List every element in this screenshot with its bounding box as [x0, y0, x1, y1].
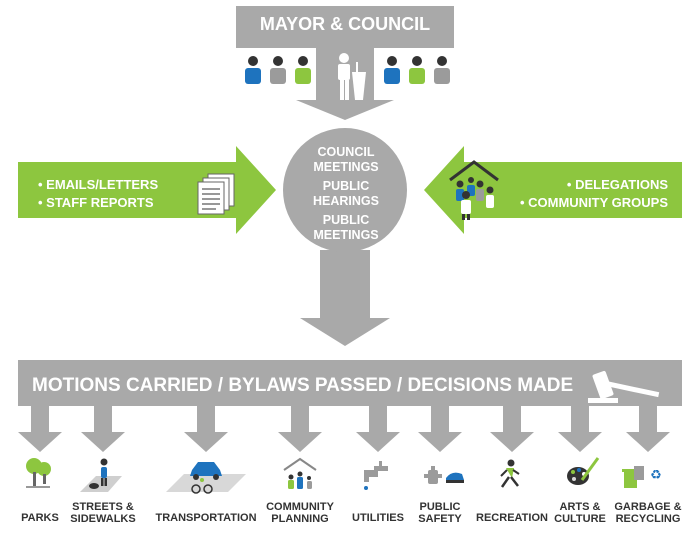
family-house-icon [283, 457, 317, 489]
service-label: SAFETY [418, 513, 462, 525]
palette-icon [567, 457, 600, 485]
service-label: GARBAGE & [614, 501, 681, 513]
service-arrow [490, 406, 534, 452]
podium-icon [338, 53, 366, 100]
services-row [18, 406, 670, 452]
center-line-4: HEARINGS [313, 194, 379, 208]
decisions-bar: MOTIONS CARRIED / BYLAWS PASSED / DECISI… [18, 360, 682, 406]
left-item-2: • STAFF REPORTS [38, 195, 154, 210]
svg-text:♻: ♻ [650, 468, 662, 483]
service-arrow [356, 406, 400, 452]
service-arrow [626, 406, 670, 452]
service-label: STREETS & [72, 501, 134, 513]
center-line-6: MEETINGS [313, 228, 378, 242]
mayor-council-title: MAYOR & COUNCIL [260, 14, 430, 34]
service-arrow [81, 406, 125, 452]
service-label: PUBLIC [420, 501, 461, 513]
service-label: RECYCLING [616, 513, 681, 525]
right-item-2: • COMMUNITY GROUPS [520, 195, 668, 210]
council-people-icon [245, 56, 450, 84]
service-arrow [278, 406, 322, 452]
service-label: CULTURE [554, 513, 606, 525]
bins-icon: ♻ [622, 466, 662, 488]
service-label: PARKS [21, 512, 59, 524]
hydrant-hat-icon [424, 466, 464, 484]
center-line-3: PUBLIC [323, 179, 370, 193]
service-label: PLANNING [271, 513, 328, 525]
service-label: TRANSPORTATION [155, 512, 256, 524]
documents-icon [197, 173, 235, 215]
tree-icon [26, 458, 51, 488]
central-meetings: COUNCIL MEETINGS PUBLIC HEARINGS PUBLIC … [283, 128, 407, 346]
center-line-5: PUBLIC [323, 213, 370, 227]
service-label: ARTS & [560, 501, 601, 513]
service-label: UTILITIES [352, 512, 404, 524]
service-arrow [558, 406, 602, 452]
center-line-2: MEETINGS [313, 160, 378, 174]
service-arrow [18, 406, 62, 452]
center-line-1: COUNCIL [318, 145, 375, 159]
gavel-icon [588, 370, 660, 403]
pedestrian-icon [80, 458, 122, 492]
left-input-arrow: • EMAILS/LETTERS • STAFF REPORTS [18, 146, 276, 234]
right-input-arrow: • DELEGATIONS • COMMUNITY GROUPS [424, 146, 682, 234]
car-bike-icon [166, 462, 246, 494]
service-label: COMMUNITY [266, 501, 334, 513]
service-arrow [418, 406, 462, 452]
faucet-icon [364, 461, 388, 490]
service-label: RECREATION [476, 512, 548, 524]
community-house-icon [449, 160, 499, 220]
service-labels: PARKS STREETS &SIDEWALKS TRANSPORTATION COM… [21, 501, 682, 525]
right-item-1: • DELEGATIONS [567, 177, 668, 192]
left-item-1: • EMAILS/LETTERS [38, 177, 158, 192]
service-arrow [184, 406, 228, 452]
service-label: SIDEWALKS [70, 513, 135, 525]
runner-icon [500, 459, 520, 488]
decisions-title: MOTIONS CARRIED / BYLAWS PASSED / DECISI… [32, 375, 573, 396]
